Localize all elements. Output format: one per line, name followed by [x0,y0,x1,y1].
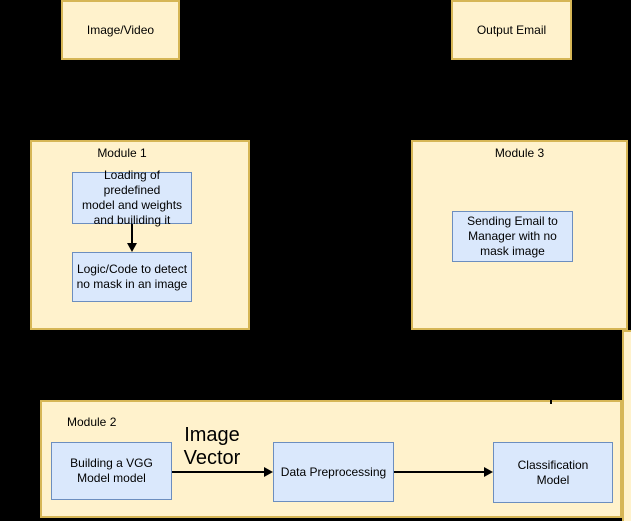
node-output-email: Output Email [451,0,572,60]
process-loading-model: Loading of predefined model and weights … [72,168,192,227]
process-building-vgg: Building a VGG Model model [51,442,172,500]
container-module-1: Module 1 Loading of predefined model and… [30,140,250,330]
arrow-line-vgg-to-preprocessing [172,471,265,473]
process-logic-detect: Logic/Code to detect no mask in an image [72,252,192,302]
node-output-email-label: Output Email [476,23,547,37]
container-module-3: Module 3 Sending Email to Manager with n… [411,140,628,330]
module-3-title: Module 3 [494,146,545,160]
arrow-head-right-icon [264,467,273,477]
connector-stub [550,396,552,404]
arrow-head-right-icon [484,467,493,477]
edge-label-image-vector: Image Vector [183,424,241,469]
process-data-preprocessing: Data Preprocessing [273,442,394,502]
container-module-2: Module 2 Building a VGG Model model Imag… [40,400,622,518]
cutoff-container-right [622,330,631,521]
process-classification-model: Classification Model [493,442,613,503]
node-image-video-label: Image/Video [86,23,155,37]
node-image-video: Image/Video [61,0,180,60]
module-2-title: Module 2 [67,415,117,429]
arrow-head-down-icon [127,243,137,252]
arrow-line-preprocessing-to-classification [394,471,484,473]
module-1-title: Module 1 [97,146,147,160]
arrow-line-module1 [131,224,133,244]
process-sending-email: Sending Email to Manager with no mask im… [452,211,573,262]
